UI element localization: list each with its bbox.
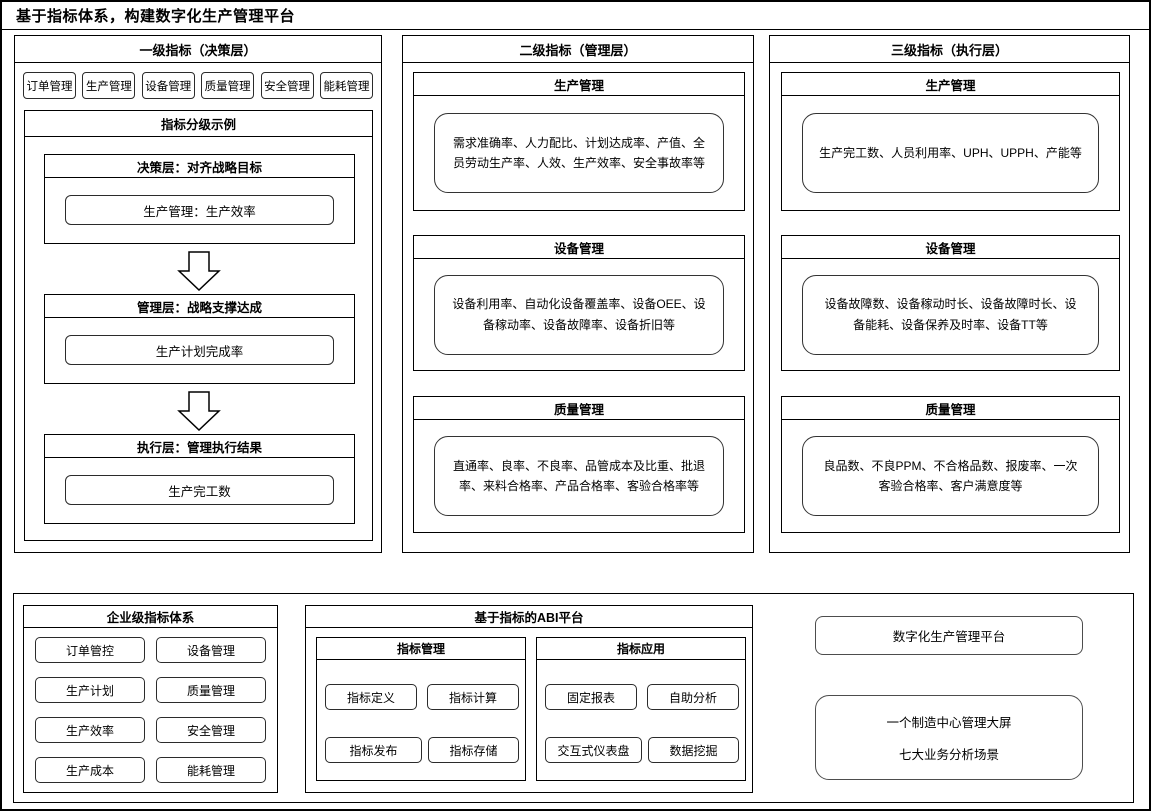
step-management-header: 管理层：战略支撑达成	[45, 295, 354, 318]
level2-production-section: 生产管理 需求准确率、人力配比、计划达成率、产值、全员劳动生产率、人效、生产效率…	[413, 72, 745, 211]
section-indicators-text: 设备利用率、自动化设备覆盖率、设备OEE、设备稼动率、设备故障率、设备折旧等	[434, 274, 724, 355]
chip-equipment-mgmt: 设备管理	[156, 637, 266, 663]
page-title-bar: 基于指标体系，构建数字化生产管理平台	[2, 2, 1149, 30]
indicator-management-group: 指标管理 指标定义 指标计算 指标发布 指标存储	[316, 637, 526, 781]
chip-data-mining: 数据挖掘	[648, 737, 739, 763]
abi-box-title: 基于指标的ABI平台	[306, 606, 752, 628]
chip-quality-mgmt: 质量管理	[156, 677, 266, 703]
page-title: 基于指标体系，构建数字化生产管理平台	[16, 8, 296, 25]
panel-level1: 一级指标（决策层） 订单管理 生产管理 设备管理 质量管理 安全管理 能耗管理 …	[14, 35, 382, 553]
section-indicators-text: 良品数、不良PPM、不合格品数、报废率、一次客验合格率、客户满意度等	[802, 436, 1099, 516]
chip-fixed-reports: 固定报表	[545, 684, 637, 710]
section-title: 生产管理	[414, 73, 744, 96]
panel-level2: 二级指标（管理层） 生产管理 需求准确率、人力配比、计划达成率、产值、全员劳动生…	[402, 35, 754, 553]
panel-level3: 三级指标（执行层） 生产管理 生产完工数、人员利用率、UPH、UPPH、产能等 …	[769, 35, 1130, 553]
step-decision-item: 生产管理：生产效率	[65, 195, 334, 225]
group-title: 指标管理	[317, 638, 525, 660]
section-indicators-text: 直通率、良率、不良率、品管成本及比重、批退率、来料合格率、产品合格率、客验合格率…	[434, 436, 724, 516]
level3-quality-section: 质量管理 良品数、不良PPM、不合格品数、报废率、一次客验合格率、客户满意度等	[781, 396, 1120, 533]
group-title: 指标应用	[537, 638, 745, 660]
section-indicators-text: 设备故障数、设备稼动时长、设备故障时长、设备能耗、设备保养及时率、设备TT等	[802, 274, 1099, 355]
section-title: 生产管理	[782, 73, 1119, 96]
chip-quality-mgmt: 质量管理	[201, 72, 255, 99]
chip-indicator-storage: 指标存储	[428, 737, 519, 763]
chip-self-service-analysis: 自助分析	[647, 684, 739, 710]
step-execution-item: 生产完工数	[65, 475, 334, 505]
enterprise-indicator-system-box: 企业级指标体系 订单管控 设备管理 生产计划 质量管理 生产效率 安全管理 生产…	[23, 605, 278, 793]
level1-chip-row: 订单管理 生产管理 设备管理 质量管理 安全管理 能耗管理	[23, 72, 373, 99]
chip-equip-mgmt: 设备管理	[141, 72, 195, 99]
chip-production-cost: 生产成本	[35, 757, 145, 783]
down-arrow-icon	[177, 251, 221, 291]
chip-prod-mgmt: 生产管理	[82, 72, 136, 99]
step-execution-layer: 执行层：管理执行结果 生产完工数	[44, 434, 355, 524]
section-indicators-text: 需求准确率、人力配比、计划达成率、产值、全员劳动生产率、人效、生产效率、安全事故…	[434, 113, 724, 193]
chip-order-mgmt: 订单管理	[23, 72, 76, 99]
panel-level3-title: 三级指标（执行层）	[770, 36, 1129, 63]
chip-interactive-dashboard: 交互式仪表盘	[545, 737, 642, 763]
example-title: 指标分级示例	[25, 111, 372, 137]
indicator-grading-example-box: 指标分级示例 决策层：对齐战略目标 生产管理：生产效率 管理层：战略支撑达成 生…	[24, 110, 373, 541]
step-management-item: 生产计划完成率	[65, 335, 334, 365]
indicator-application-group: 指标应用 固定报表 自助分析 交互式仪表盘 数据挖掘	[536, 637, 746, 781]
digital-platform-label-box: 数字化生产管理平台	[815, 616, 1083, 655]
step-execution-header: 执行层：管理执行结果	[45, 435, 354, 458]
chip-energy-mgmt: 能耗管理	[156, 757, 266, 783]
management-screen-box: 一个制造中心管理大屏 七大业务分析场景	[815, 695, 1083, 780]
chip-production-plan: 生产计划	[35, 677, 145, 703]
chip-safety-mgmt: 安全管理	[156, 717, 266, 743]
level3-equipment-section: 设备管理 设备故障数、设备稼动时长、设备故障时长、设备能耗、设备保养及时率、设备…	[781, 235, 1120, 371]
chip-indicator-publishing: 指标发布	[325, 737, 422, 763]
section-title: 质量管理	[782, 397, 1119, 420]
chip-order-control: 订单管控	[35, 637, 145, 663]
section-title: 质量管理	[414, 397, 744, 420]
abi-platform-box: 基于指标的ABI平台 指标管理 指标定义 指标计算 指标发布 指标存储 指标应用…	[305, 605, 753, 793]
section-indicators-text: 生产完工数、人员利用率、UPH、UPPH、产能等	[802, 113, 1099, 193]
enterprise-box-title: 企业级指标体系	[24, 606, 277, 628]
chip-production-eff: 生产效率	[35, 717, 145, 743]
level2-equipment-section: 设备管理 设备利用率、自动化设备覆盖率、设备OEE、设备稼动率、设备故障率、设备…	[413, 235, 745, 371]
level3-production-section: 生产管理 生产完工数、人员利用率、UPH、UPPH、产能等	[781, 72, 1120, 211]
panel-level2-title: 二级指标（管理层）	[403, 36, 753, 63]
section-title: 设备管理	[782, 236, 1119, 259]
chip-safety-mgmt: 安全管理	[260, 72, 314, 99]
level2-quality-section: 质量管理 直通率、良率、不良率、品管成本及比重、批退率、来料合格率、产品合格率、…	[413, 396, 745, 533]
chip-energy-mgmt: 能耗管理	[319, 72, 373, 99]
chip-indicator-definition: 指标定义	[325, 684, 417, 710]
panel-level1-title: 一级指标（决策层）	[15, 36, 381, 63]
screen-line-1: 一个制造中心管理大屏	[886, 716, 1012, 730]
section-title: 设备管理	[414, 236, 744, 259]
step-decision-layer: 决策层：对齐战略目标 生产管理：生产效率	[44, 154, 355, 244]
step-decision-header: 决策层：对齐战略目标	[45, 155, 354, 178]
bottom-platform-container: 企业级指标体系 订单管控 设备管理 生产计划 质量管理 生产效率 安全管理 生产…	[13, 593, 1134, 803]
screen-line-2: 七大业务分析场景	[898, 748, 999, 762]
step-management-layer: 管理层：战略支撑达成 生产计划完成率	[44, 294, 355, 384]
chip-indicator-calculation: 指标计算	[427, 684, 519, 710]
down-arrow-icon	[177, 391, 221, 431]
